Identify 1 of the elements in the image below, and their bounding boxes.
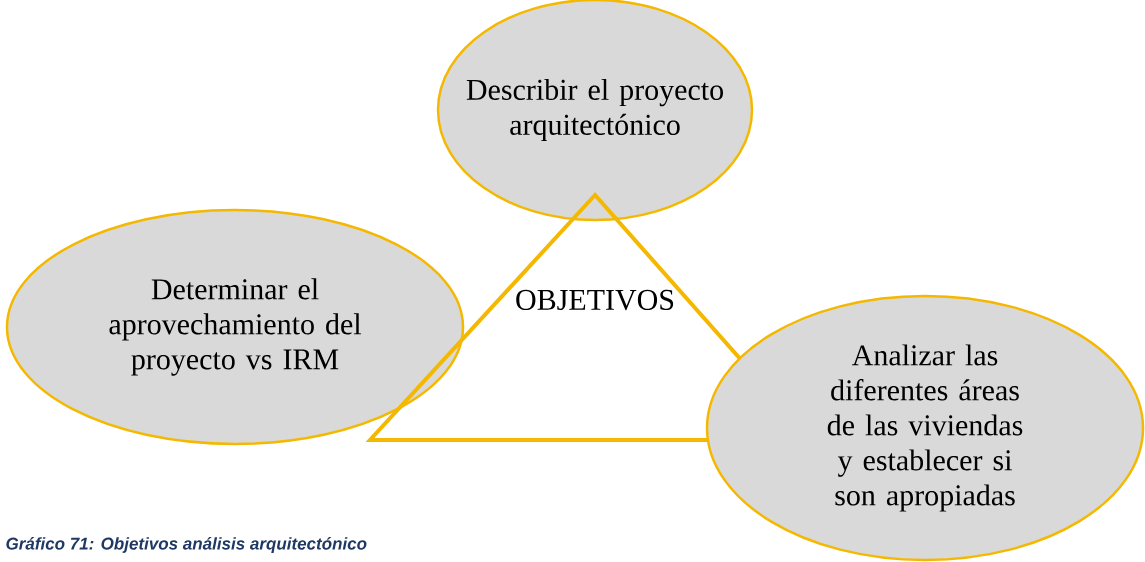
caption: Gráfico 71: Objetivos análisis arquitectónico	[6, 537, 367, 553]
